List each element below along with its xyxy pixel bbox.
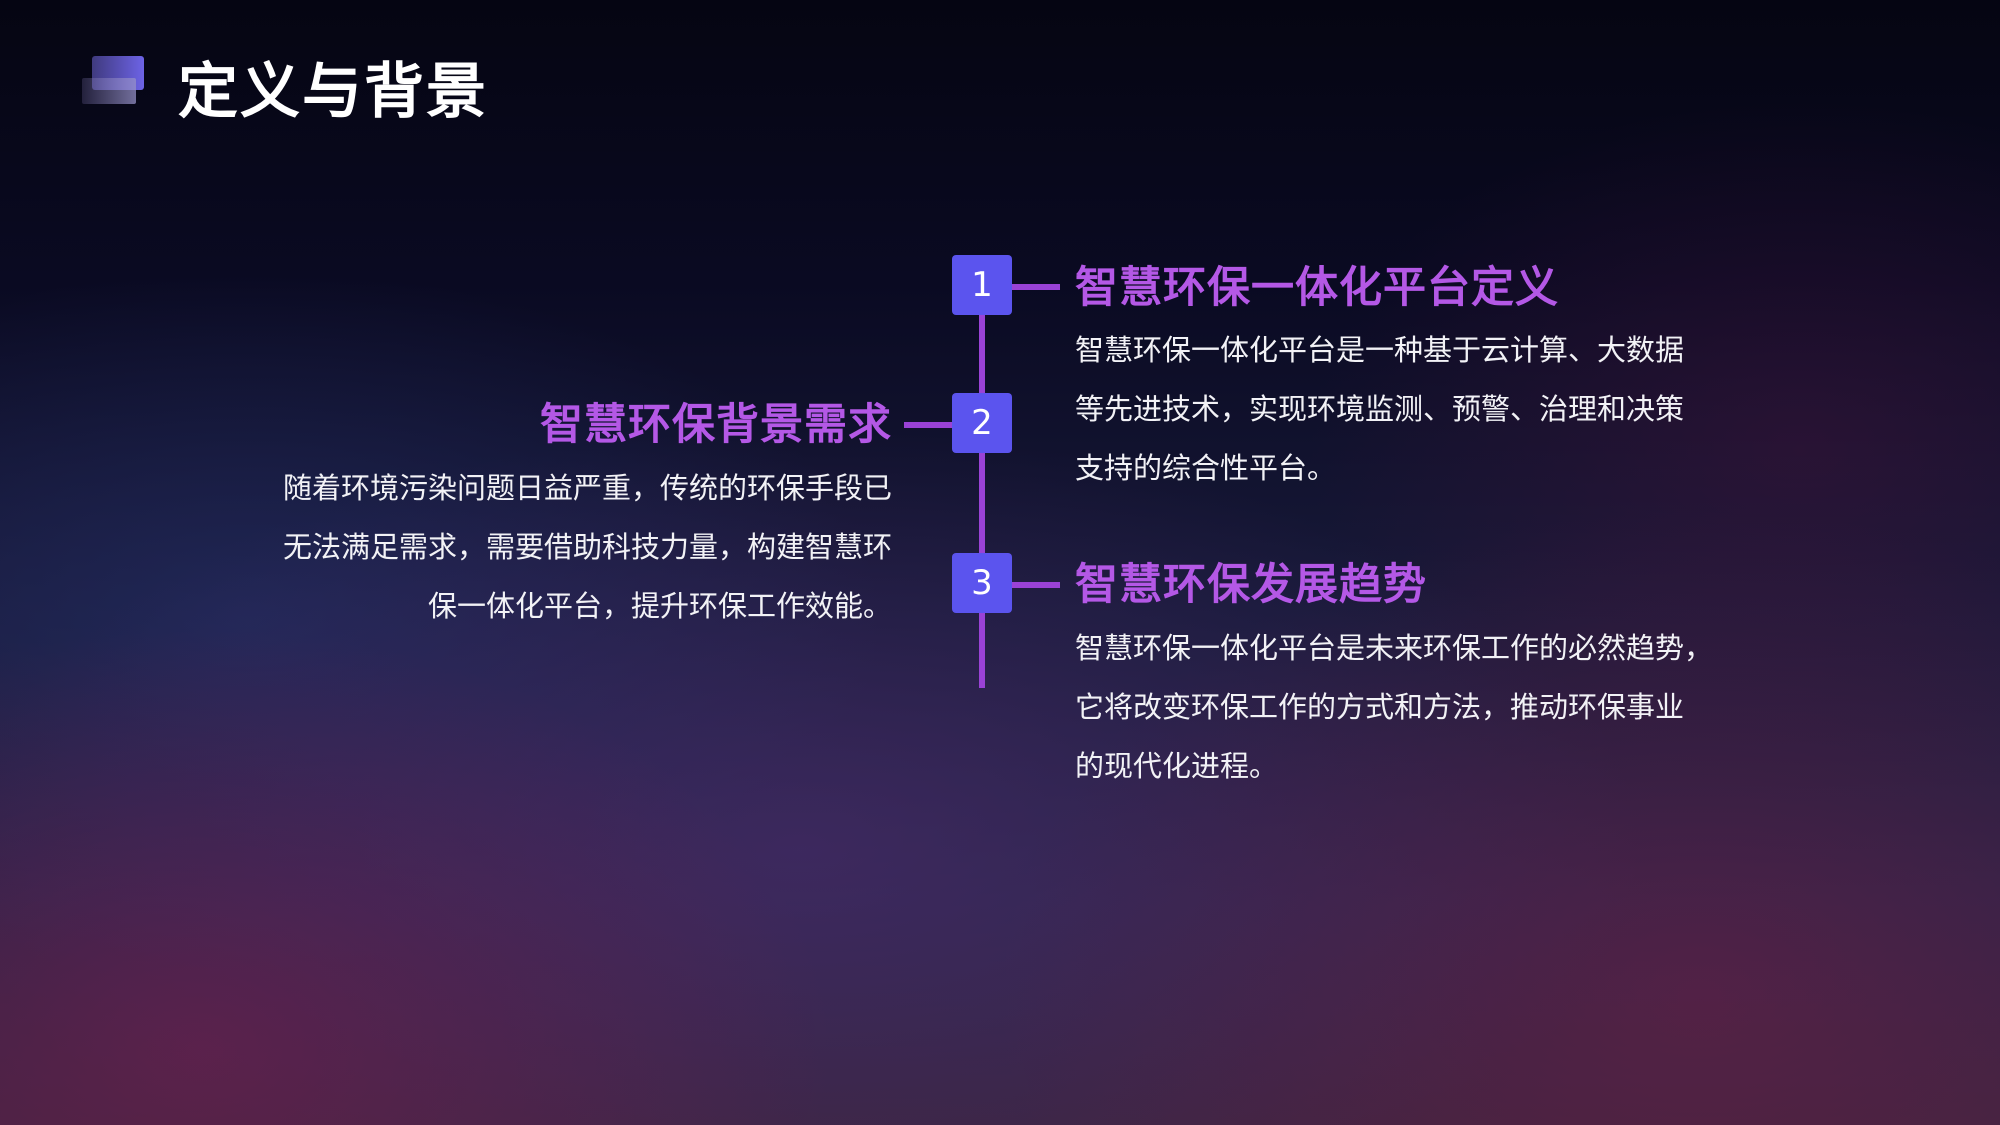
item-description-1: 智慧环保一体化平台是一种基于云计算、大数据 等先进技术，实现环境监测、预警、治理…: [1075, 333, 1685, 485]
item-description-3: 智慧环保一体化平台是未来环保工作的必然趋势， 它将改变环保工作的方式和方法，推动…: [1075, 631, 1714, 783]
item-description-2: 随着环境污染问题日益严重，传统的环保手段已 无法满足需求，需要借助科技力量，构建…: [282, 471, 892, 623]
connector-3: [1012, 582, 1060, 588]
step-badge-3: 3: [952, 553, 1012, 613]
page-title: 定义与背景: [178, 57, 488, 127]
logo-icon: [82, 56, 144, 108]
item-heading-3: 智慧环保发展趋势: [1075, 560, 1427, 610]
step-badge-2: 2: [952, 393, 1012, 453]
step-badge-1: 1: [952, 255, 1012, 315]
item-heading-1: 智慧环保一体化平台定义: [1075, 263, 1559, 313]
timeline-line: [979, 282, 985, 688]
item-heading-2: 智慧环保背景需求: [540, 400, 892, 450]
connector-2: [904, 422, 952, 428]
connector-1: [1012, 284, 1060, 290]
